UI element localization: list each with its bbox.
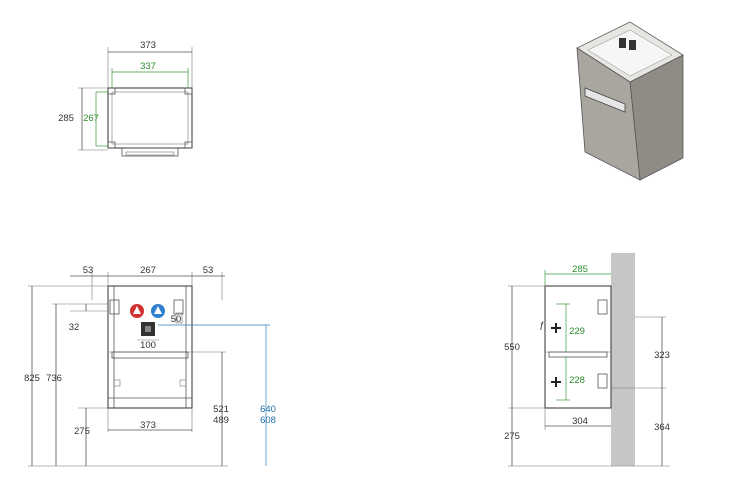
top-outer-depth: 285 <box>58 113 74 124</box>
side-right-upper: 323 <box>654 350 670 361</box>
side-upper-green: 229 <box>569 326 585 337</box>
front-side-left: 53 <box>83 265 94 276</box>
top-view: 373 337 285 267 <box>58 40 193 157</box>
fixing-point-icon <box>551 377 561 387</box>
top-inner-width: 337 <box>140 61 156 72</box>
fixing-point-icon <box>551 323 561 333</box>
side-view: 285 ƒ 229 228 550 275 <box>504 253 670 467</box>
svg-text:ƒ: ƒ <box>539 320 544 331</box>
wall <box>611 253 635 466</box>
front-height-608: 608 <box>260 415 276 426</box>
front-side-right: 53 <box>203 265 214 276</box>
front-offset-small: 32 <box>69 322 80 333</box>
front-height-521: 521 <box>213 404 229 415</box>
side-floor: 275 <box>504 431 520 442</box>
top-outer-width: 373 <box>140 40 156 51</box>
cabinet-3d-render <box>576 21 684 181</box>
front-width: 373 <box>140 420 156 431</box>
top-inner-depth: 267 <box>83 113 99 124</box>
front-height-640: 640 <box>260 404 276 415</box>
front-pipe-right: 50 <box>171 314 182 325</box>
front-middle: 267 <box>140 265 156 276</box>
front-floor: 275 <box>74 426 90 437</box>
front-height-body: 736 <box>46 373 62 384</box>
front-height-489: 489 <box>213 415 229 426</box>
side-bottom-width: 304 <box>572 416 588 427</box>
front-height-total: 825 <box>24 373 40 384</box>
front-view: 53 267 53 50 100 825 736 <box>24 265 276 467</box>
side-height: 550 <box>504 342 520 353</box>
side-depth: 285 <box>572 264 588 275</box>
front-pipe-spacing: 100 <box>140 340 156 351</box>
side-right-lower: 364 <box>654 422 670 433</box>
side-lower-green: 228 <box>569 375 585 386</box>
